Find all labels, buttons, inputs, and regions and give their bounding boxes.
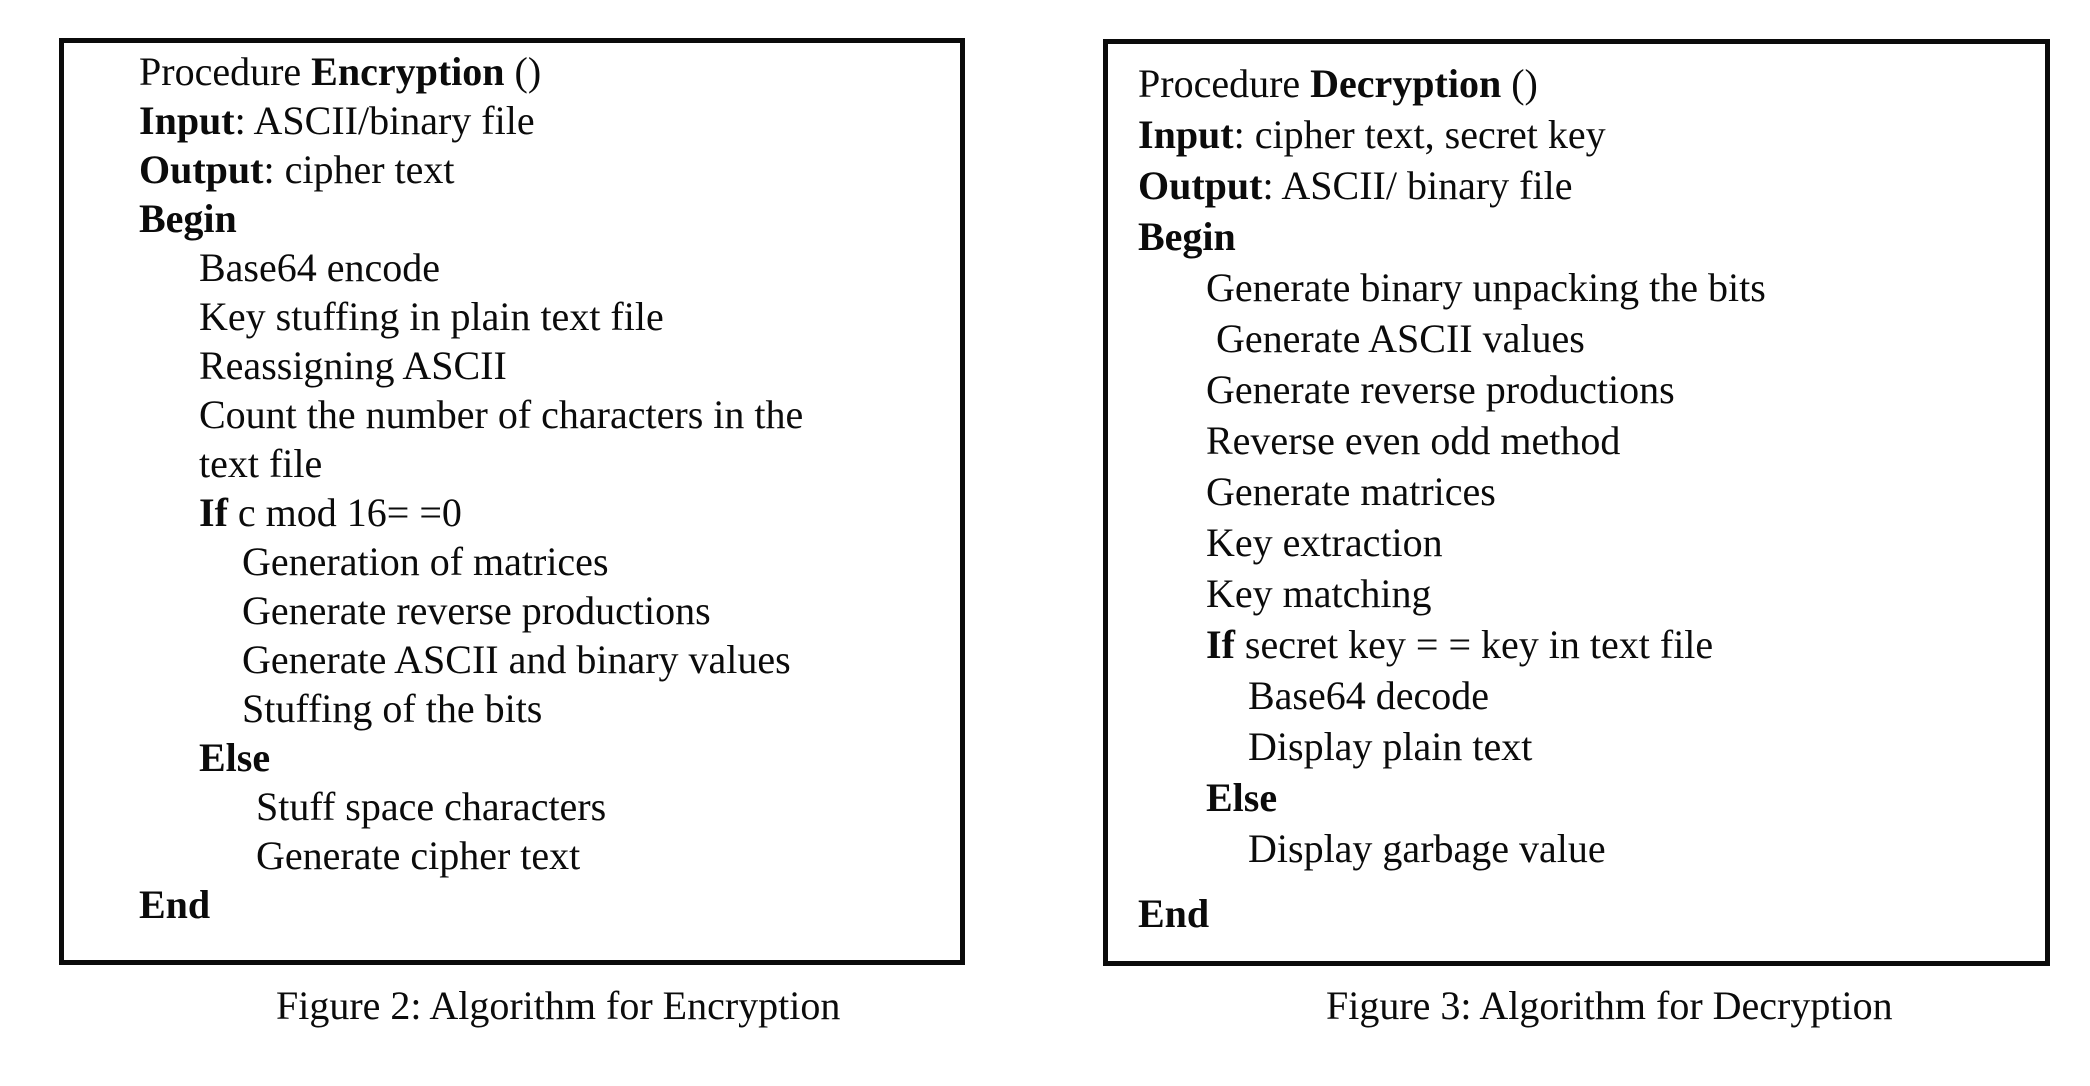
pseudocode-keyword: Begin: [139, 196, 237, 241]
pseudocode-text: : ASCII/ binary file: [1262, 163, 1573, 208]
pseudocode-text: : cipher text, secret key: [1233, 112, 1606, 157]
pseudocode-line: Stuffing of the bits: [64, 684, 960, 733]
pseudocode-line: Count the number of characters in the: [64, 390, 960, 439]
pseudocode-line: Begin: [64, 194, 960, 243]
pseudocode-text: Display plain text: [1248, 724, 1533, 769]
pseudocode-keyword: Input: [139, 98, 235, 143]
pseudocode-text: Stuff space characters: [256, 784, 607, 829]
pseudocode-keyword: Begin: [1138, 214, 1236, 259]
pseudocode-text: secret key = = key in text file: [1234, 622, 1714, 667]
pseudocode-keyword: Else: [1206, 775, 1278, 820]
pseudocode-text: c mod 16= =0: [227, 490, 462, 535]
pseudocode-line: Reverse even odd method: [1108, 415, 2045, 466]
pseudocode-text: Base64 encode: [199, 245, 441, 290]
pseudocode-line: Base64 decode: [1108, 670, 2045, 721]
pseudocode-text: Generate reverse productions: [1206, 367, 1675, 412]
pseudocode-line: Generate reverse productions: [64, 586, 960, 635]
pseudocode-line: End: [64, 880, 960, 929]
pseudocode-box-decryption: Procedure Decryption ()Input: cipher tex…: [1103, 39, 2050, 966]
pseudocode-text: Key matching: [1206, 571, 1432, 616]
pseudocode-line: Input: cipher text, secret key: [1108, 109, 2045, 160]
pseudocode-text: (): [504, 49, 542, 94]
pseudocode-keyword: Output: [139, 147, 264, 192]
pseudocode-line: Display garbage value: [1108, 823, 2045, 874]
pseudocode-text: Procedure: [139, 49, 312, 94]
pseudocode-text: Procedure: [1138, 61, 1311, 106]
pseudocode-line: Else: [64, 733, 960, 782]
pseudocode-line: End: [1108, 888, 2045, 939]
pseudocode-line: Generate matrices: [1108, 466, 2045, 517]
pseudocode-text: : cipher text: [263, 147, 455, 192]
pseudocode-line: Generate binary unpacking the bits: [1108, 262, 2045, 313]
pseudocode-text: Generation of matrices: [242, 539, 609, 584]
pseudocode-line: Key matching: [1108, 568, 2045, 619]
pseudocode-line: Input: ASCII/binary file: [64, 96, 960, 145]
pseudocode-text: Reassigning ASCII: [199, 343, 507, 388]
pseudocode-text: Count the number of characters in the: [199, 392, 804, 437]
pseudocode-keyword: End: [1138, 891, 1210, 936]
pseudocode-text: Key extraction: [1206, 520, 1443, 565]
pseudocode-line: Generate ASCII values: [1108, 313, 2045, 364]
figure-3-caption: Figure 3: Algorithm for Decryption: [1326, 983, 1893, 1028]
pseudocode-text: Generate cipher text: [256, 833, 581, 878]
pseudocode-line: Base64 encode: [64, 243, 960, 292]
pseudocode-keyword: End: [139, 882, 211, 927]
pseudocode-line: Output: ASCII/ binary file: [1108, 160, 2045, 211]
pseudocode-line: Begin: [1108, 211, 2045, 262]
pseudocode-text: Generate ASCII values: [1216, 316, 1585, 361]
pseudocode-keyword: Output: [1138, 163, 1263, 208]
pseudocode-line: If secret key = = key in text file: [1108, 619, 2045, 670]
pseudocode-text: text file: [199, 441, 323, 486]
pseudocode-line: Key extraction: [1108, 517, 2045, 568]
pseudocode-text: Generate reverse productions: [242, 588, 711, 633]
pseudocode-line: Generate ASCII and binary values: [64, 635, 960, 684]
pseudocode-line: Else: [1108, 772, 2045, 823]
pseudocode-line: Key stuffing in plain text file: [64, 292, 960, 341]
pseudocode-text: Key stuffing in plain text file: [199, 294, 664, 339]
pseudocode-keyword: Else: [199, 735, 271, 780]
pseudocode-line: Generation of matrices: [64, 537, 960, 586]
pseudocode-line: Stuff space characters: [64, 782, 960, 831]
pseudocode-line: Reassigning ASCII: [64, 341, 960, 390]
pseudocode-text: (): [1501, 61, 1538, 106]
pseudocode-text: Reverse even odd method: [1206, 418, 1621, 463]
pseudocode-text: : ASCII/binary file: [234, 98, 535, 143]
pseudocode-keyword: Decryption: [1310, 61, 1502, 106]
pseudocode-keyword: If: [1206, 622, 1235, 667]
pseudocode-text: Base64 decode: [1248, 673, 1490, 718]
pseudocode-line: Generate reverse productions: [1108, 364, 2045, 415]
pseudocode-text: Generate matrices: [1206, 469, 1496, 514]
pseudocode-text: Stuffing of the bits: [242, 686, 543, 731]
pseudocode-box-encryption: Procedure Encryption ()Input: ASCII/bina…: [59, 38, 965, 965]
pseudocode-line: Display plain text: [1108, 721, 2045, 772]
pseudocode-text: Display garbage value: [1248, 826, 1606, 871]
pseudocode-keyword: Input: [1138, 112, 1234, 157]
pseudocode-line: If c mod 16= =0: [64, 488, 960, 537]
pseudocode-line: Procedure Decryption (): [1108, 58, 2045, 109]
figure-2-caption: Figure 2: Algorithm for Encryption: [276, 983, 841, 1028]
pseudocode-keyword: Encryption: [311, 49, 505, 94]
pseudocode-text: Generate ASCII and binary values: [242, 637, 791, 682]
pseudocode-line: Output: cipher text: [64, 145, 960, 194]
pseudocode-keyword: If: [199, 490, 228, 535]
pseudocode-line: Generate cipher text: [64, 831, 960, 880]
pseudocode-line: Procedure Encryption (): [64, 47, 960, 96]
pseudocode-line: text file: [64, 439, 960, 488]
pseudocode-text: Generate binary unpacking the bits: [1206, 265, 1766, 310]
